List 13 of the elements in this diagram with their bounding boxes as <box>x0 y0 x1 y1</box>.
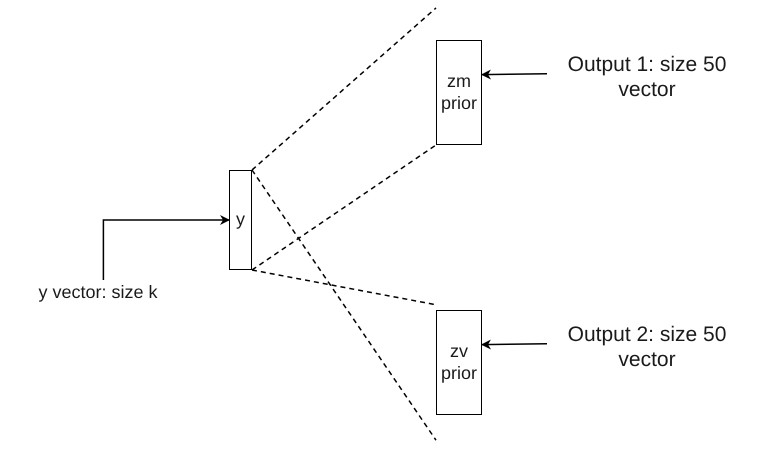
arrow <box>102 215 230 280</box>
dashed-line <box>251 170 437 441</box>
dashed-line <box>252 144 436 271</box>
output-label: Output 1: size 50 vector <box>566 52 728 102</box>
dashed-line <box>252 269 436 306</box>
input-label: y vector: size k <box>38 282 158 304</box>
arrow <box>481 70 548 80</box>
vector-box: y <box>229 170 252 270</box>
dashed-line <box>252 7 436 171</box>
prior-box: zm prior <box>436 40 482 145</box>
prior-box: zv prior <box>436 310 482 415</box>
output-label: Output 2: size 50 vector <box>566 322 728 372</box>
arrow <box>481 340 548 350</box>
